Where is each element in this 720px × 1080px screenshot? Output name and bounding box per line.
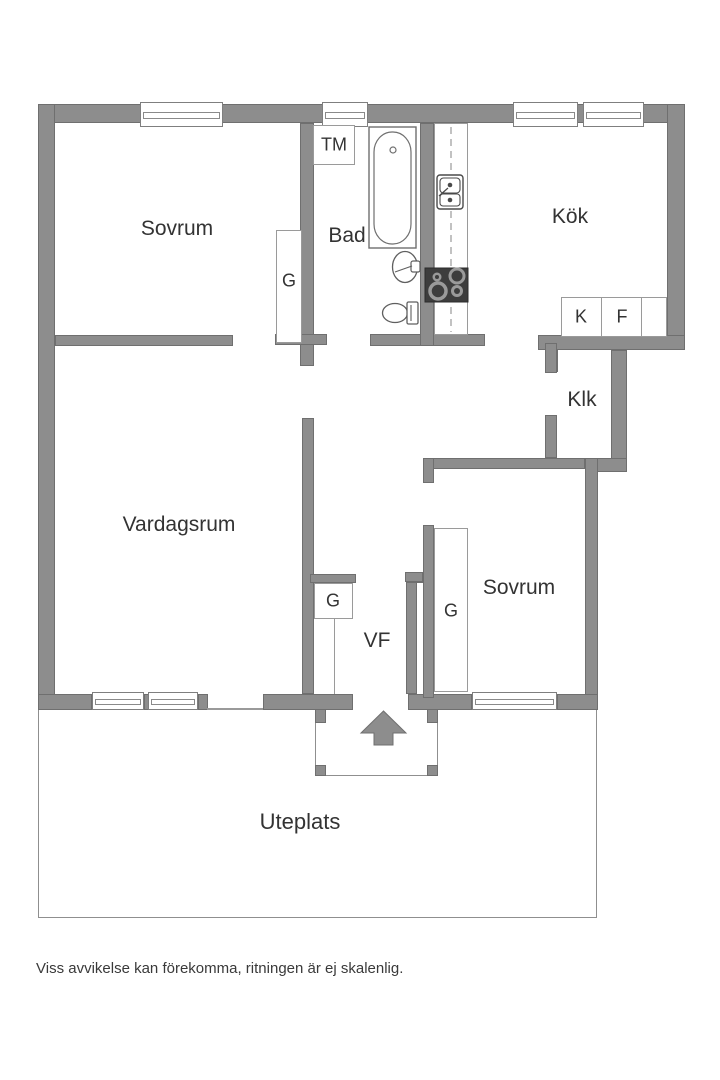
room-label-sovrum-1: Sovrum (140, 217, 214, 240)
room-label-uteplats: Uteplats (259, 809, 341, 834)
wall-segment (423, 458, 585, 469)
window (322, 102, 368, 127)
washing-machine-box (313, 125, 355, 165)
room-label-vardagsrum: Vardagsrum (122, 513, 236, 536)
entrance-porch-outline (315, 710, 438, 776)
room-label-sovrum-2: Sovrum (482, 576, 556, 599)
wardrobe-box (434, 528, 468, 692)
wall-segment (545, 415, 557, 458)
wall-segment (55, 335, 233, 346)
wall-segment (310, 574, 356, 583)
label-washing-machine: TM (321, 134, 347, 155)
room-label-vf: VF (363, 629, 391, 652)
wall-segment (420, 123, 434, 346)
label-wardrobe-vf: G (325, 590, 341, 611)
wall-segment (406, 574, 417, 694)
label-freezer: F (616, 306, 628, 327)
wall-segment (545, 343, 557, 373)
label-wardrobe-sovrum-2: G (443, 600, 459, 621)
wall-segment (423, 458, 434, 483)
window (140, 102, 223, 127)
porch-post (315, 709, 326, 723)
window-pane (95, 699, 141, 705)
window-pane (586, 112, 641, 119)
toilet-icon (381, 301, 419, 325)
wall-segment (538, 335, 685, 350)
glazed-opening-line (207, 708, 263, 710)
cabinet-box (641, 297, 667, 337)
label-fridge: K (574, 306, 588, 327)
disclaimer-text: Viss avvikelse kan förekomma, ritningen … (36, 960, 404, 977)
window (92, 692, 144, 710)
label-wardrobe-sovrum-1: G (281, 270, 297, 291)
wall-segment (557, 694, 598, 710)
room-label-klk: Klk (567, 388, 597, 411)
room-label-kok: Kök (551, 205, 589, 228)
wall-segment (405, 572, 423, 582)
porch-post (427, 765, 438, 776)
wall-segment (302, 418, 314, 694)
wall-segment (585, 458, 598, 710)
wall-segment (408, 694, 472, 710)
wall-segment (198, 694, 208, 710)
window-pane (325, 112, 365, 119)
wall-segment (423, 525, 434, 698)
wall-segment (263, 694, 353, 710)
window (148, 692, 198, 710)
porch-post (315, 765, 326, 776)
wardrobe-box (276, 230, 302, 343)
kitchen-counter (434, 123, 468, 335)
wall-segment (38, 104, 55, 710)
bathtub-icon (368, 126, 417, 249)
window-pane (151, 699, 195, 705)
window-pane (143, 112, 220, 119)
freezer-box (601, 297, 642, 337)
window (583, 102, 644, 127)
window-pane (516, 112, 575, 119)
room-label-bad: Bad (328, 224, 366, 247)
closet-partition-line (334, 619, 335, 694)
window (472, 692, 557, 710)
window-pane (475, 699, 554, 705)
wall-segment (611, 350, 627, 472)
porch-post (427, 709, 438, 723)
wall-segment (300, 123, 314, 366)
wardrobe-box (314, 583, 353, 619)
washbasin-icon (391, 250, 421, 284)
window (513, 102, 578, 127)
wall-segment (667, 104, 685, 350)
wall-segment (38, 694, 92, 710)
